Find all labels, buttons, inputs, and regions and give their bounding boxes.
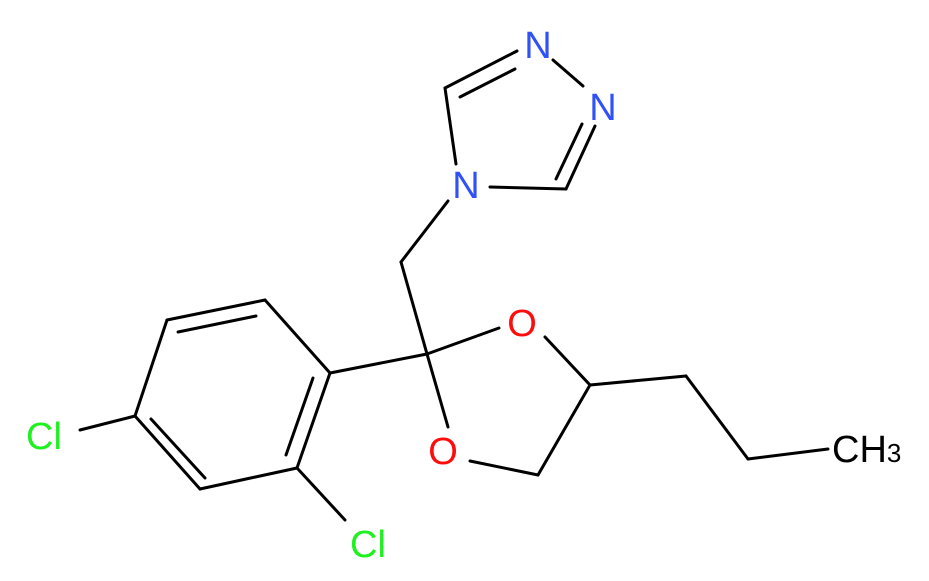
bond-c4-c5 bbox=[536, 383, 592, 477]
bond-n-right-c5 bbox=[564, 124, 597, 191]
atom-cl-left: Cl bbox=[26, 416, 62, 458]
bond-c3-n-top bbox=[443, 49, 519, 90]
methyl-subscript: 3 bbox=[887, 438, 901, 468]
bond-ph2-ph3-inner bbox=[176, 314, 258, 334]
dioxolane-ring bbox=[425, 326, 592, 477]
bond-ph4-ph5-inner bbox=[149, 417, 207, 480]
triazole-ring bbox=[443, 49, 597, 191]
bond-ph2-ph3 bbox=[165, 298, 267, 322]
atom-o-upper: O bbox=[507, 303, 537, 345]
atom-o-lower: O bbox=[428, 431, 458, 473]
bond-ph6-cl bbox=[295, 466, 347, 522]
atom-cl-bottom: Cl bbox=[350, 524, 386, 566]
methyl-label: CH bbox=[832, 429, 887, 471]
bond-c4-propyl1 bbox=[588, 374, 688, 387]
dichlorophenyl-ring bbox=[78, 298, 429, 522]
bond-ph6-ph1-inner bbox=[284, 376, 315, 457]
bond-o-upper-c4 bbox=[543, 335, 592, 387]
bond-o-lower-c2 bbox=[425, 352, 450, 429]
bond-ph3-ph4 bbox=[133, 318, 169, 418]
bond-n-right-c5-inner bbox=[554, 122, 584, 181]
bond-ph5-ph6 bbox=[198, 466, 299, 491]
atom-n-ring: N bbox=[452, 165, 479, 207]
bond-c3-n-top-inner bbox=[458, 67, 517, 99]
bond-n4-ch2 bbox=[399, 199, 450, 264]
bond-c5-o-lower bbox=[468, 459, 540, 477]
bond-c2-o-upper bbox=[425, 326, 501, 356]
bond-c2-phenyl bbox=[328, 352, 429, 375]
atom-methyl: CH3 bbox=[832, 429, 901, 471]
bond-ph6-ph1 bbox=[295, 371, 332, 470]
atom-n-right: N bbox=[589, 87, 616, 129]
bond-n-top-n-right bbox=[551, 58, 585, 88]
bond-n4-c3 bbox=[443, 86, 458, 166]
atom-n-top: N bbox=[524, 25, 551, 67]
bond-ph4-cl bbox=[78, 414, 137, 432]
bond-ph1-ph2 bbox=[263, 298, 332, 375]
bond-ch2-c2 bbox=[399, 260, 429, 356]
bond-propyl1-propyl2 bbox=[684, 374, 750, 461]
propyl-chain bbox=[588, 374, 830, 461]
bond-ph4-ph5 bbox=[133, 414, 202, 491]
bond-propyl2-ch3 bbox=[746, 447, 830, 461]
bond-c5-n4 bbox=[488, 185, 568, 191]
